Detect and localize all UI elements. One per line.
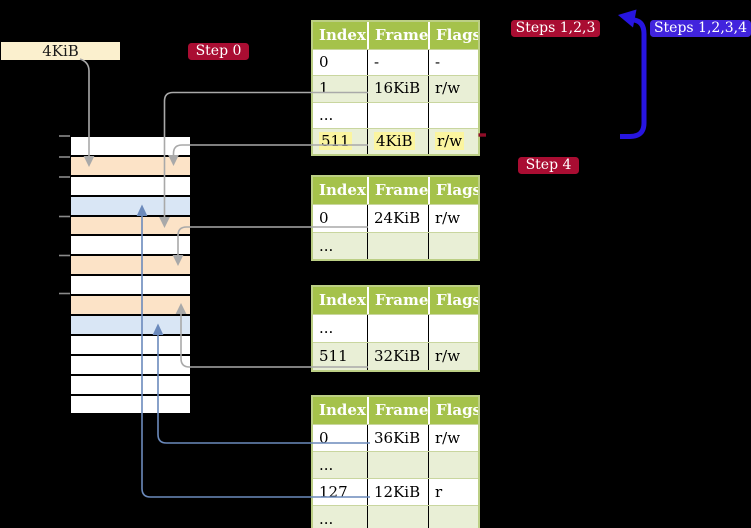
column-header-flags: Flags [428,397,478,424]
cell: 32KiB [367,343,428,370]
memory-row-7-white [71,276,190,295]
page-table-4-row-...: ... [313,505,478,528]
cell: ... [319,456,334,474]
cell: 1 [319,79,329,98]
cell [367,452,428,478]
column-header-index: Index [319,291,366,309]
cell: 12KiB [367,479,428,505]
cell [367,102,428,128]
cell: ... [319,319,334,337]
cell: 0 [319,429,329,447]
page-table-2-row-...: ... [313,231,478,259]
cell: r/w [428,76,478,102]
cell [367,232,428,259]
memory-strip [71,137,190,415]
cell [428,102,478,128]
page-table-4-row-...: ... [313,451,478,478]
memory-row-2-white [71,176,190,195]
column-header-frame: Frame [367,177,428,204]
memory-row-3-blue [71,196,190,215]
memory-row-9-blue [71,316,190,334]
column-header-index: Index [319,181,366,199]
memory-row-8-peach [71,296,190,315]
memory-row-0-white [71,137,190,155]
cell: r [428,479,478,505]
column-header-flags: Flags [428,287,478,314]
cell [428,315,478,342]
memory-row-13-white [71,395,190,414]
cell [428,452,478,478]
badge-steps-1-2-3: Steps 1,2,3 [511,19,600,37]
cell: 24KiB [367,205,428,232]
badge-step-0: Step 0 [188,42,249,60]
cell: 36KiB [367,425,428,451]
highlighted-value: 511 [319,131,352,150]
column-header-flags: Flags [428,177,478,204]
column-header-frame: Frame [367,397,428,424]
column-header-frame: Frame [367,287,428,314]
column-header-frame: Frame [367,22,428,49]
page-table-1-row-511: 511 4KiB r/w [313,127,478,155]
memory-row-6-peach [71,256,190,275]
cell: ... [319,510,334,528]
cell [367,315,428,342]
cell: r/w [428,128,478,155]
column-header-index: Index [319,26,366,44]
arrowhead-icon [618,9,637,28]
page-table-3-row-...: ... [313,314,478,342]
badge-step-4: Step 4 [518,157,579,174]
cell: 0 [319,53,329,71]
cell: r/w [428,343,478,370]
cell [428,506,478,528]
highlighted-value: 4KiB [374,131,415,150]
cell: r/w [428,205,478,232]
column-header-flags: Flags [428,22,478,49]
cell: r/w [428,425,478,451]
cell: ... [319,105,334,124]
column-header-index: Index [319,401,366,419]
cell: 16KiB [367,76,428,102]
memory-row-1-peach [71,156,190,175]
memory-row-4-peach [71,216,190,235]
memory-row-10-white [71,335,190,354]
cell [367,506,428,528]
memory-row-5-white [71,236,190,255]
page-table-1-row-...: ... [313,101,478,128]
memory-row-12-white [71,375,190,394]
cell: 4KiB [367,128,428,155]
arrow-steps-loop [620,17,647,139]
frame-size-label: 4KiB [1,42,120,60]
cell: - [428,50,478,76]
cell: 0 [319,209,329,227]
page-table-1-row-0: 0 -- [313,49,478,76]
highlighted-value: r/w [435,131,465,150]
cell: ... [319,236,334,255]
cell: 511 [313,129,367,154]
cell: 511 [319,347,348,365]
cell: - [367,50,428,76]
cell: 127 [319,483,348,501]
badge-steps-1-2-3-4: Steps 1,2,3,4 [650,20,751,37]
cell [428,232,478,259]
memory-row-11-white [71,355,190,374]
